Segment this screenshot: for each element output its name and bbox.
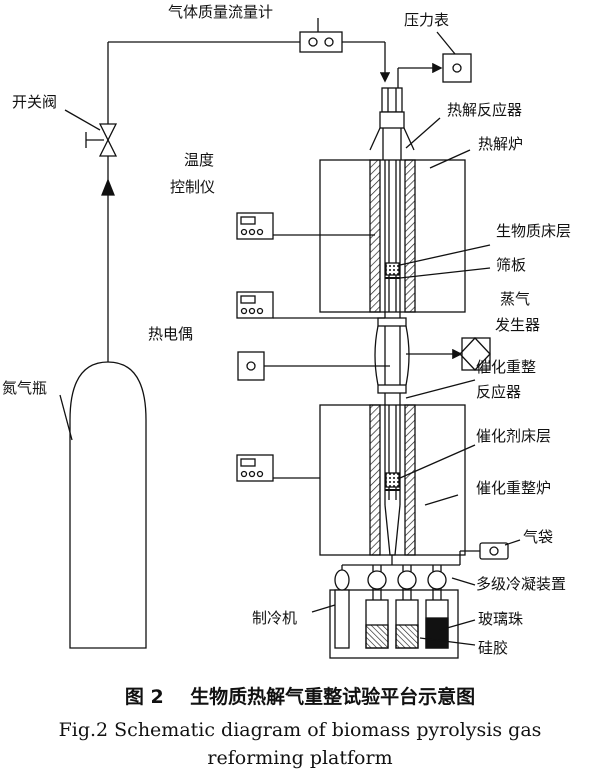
pressure-gauge — [442, 53, 472, 83]
steam-label-1: 蒸气 — [500, 290, 530, 308]
pyrolysis-reactor-label: 热解反应器 — [447, 101, 522, 119]
gas-bag-label: 气袋 — [523, 528, 553, 546]
mfc-label: 气体质量流量计 — [168, 3, 273, 21]
caption-en-line2: reforming platform — [207, 747, 393, 769]
temp-controller-label-1: 温度 — [184, 151, 214, 169]
reformer-label-2: 反应器 — [476, 383, 521, 401]
pressure-gauge-label: 压力表 — [404, 11, 449, 29]
sieve-plate-label: 筛板 — [496, 256, 526, 274]
silica-gel-label: 硅胶 — [478, 639, 508, 657]
valve-icon — [85, 123, 118, 157]
steam-label-2: 发生器 — [495, 316, 540, 334]
caption-english: Fig.2 Schematic diagram of biomass pyrol… — [20, 716, 580, 772]
pyrolysis-furnace — [319, 159, 466, 313]
catalyst-bed-label: 催化剂床层 — [476, 427, 551, 445]
chiller-label: 制冷机 — [252, 609, 297, 627]
catalyst-bed — [385, 472, 400, 488]
reforming-furnace-label: 催化重整炉 — [476, 479, 551, 497]
thermocouple — [237, 351, 265, 381]
nitrogen-bottle-label: 氮气瓶 — [2, 379, 47, 397]
condenser-label: 多级冷凝装置 — [476, 575, 566, 593]
experimental-platform-diagram: 气体质量流量计 压力表 开关阀 热解反应器 热解炉 温度 控制仪 生物质床层 筛… — [2, 3, 571, 659]
gas-bag — [479, 542, 509, 560]
caption-en-line1: Fig.2 Schematic diagram of biomass pyrol… — [58, 719, 542, 741]
glass-beads-label: 玻璃珠 — [478, 610, 523, 628]
caption-figure-number: 图 2 — [124, 686, 164, 708]
thermocouple-label: 热电偶 — [148, 325, 193, 343]
condenser-bottles — [334, 565, 449, 649]
nitrogen-bottle-shape — [69, 361, 147, 649]
caption-title-cn: 生物质热解气重整试验平台示意图 — [190, 686, 476, 708]
pyrolysis-furnace-label: 热解炉 — [478, 135, 523, 153]
valve-label: 开关阀 — [12, 93, 57, 111]
biomass-bed — [385, 262, 400, 276]
temp-controller-label-2: 控制仪 — [170, 178, 215, 196]
biomass-bed-label: 生物质床层 — [496, 222, 571, 240]
mass-flow-meter — [299, 31, 343, 53]
reformer-label-1: 催化重整 — [476, 358, 536, 376]
caption-chinese: 图 2 生物质热解气重整试验平台示意图 — [0, 682, 600, 709]
